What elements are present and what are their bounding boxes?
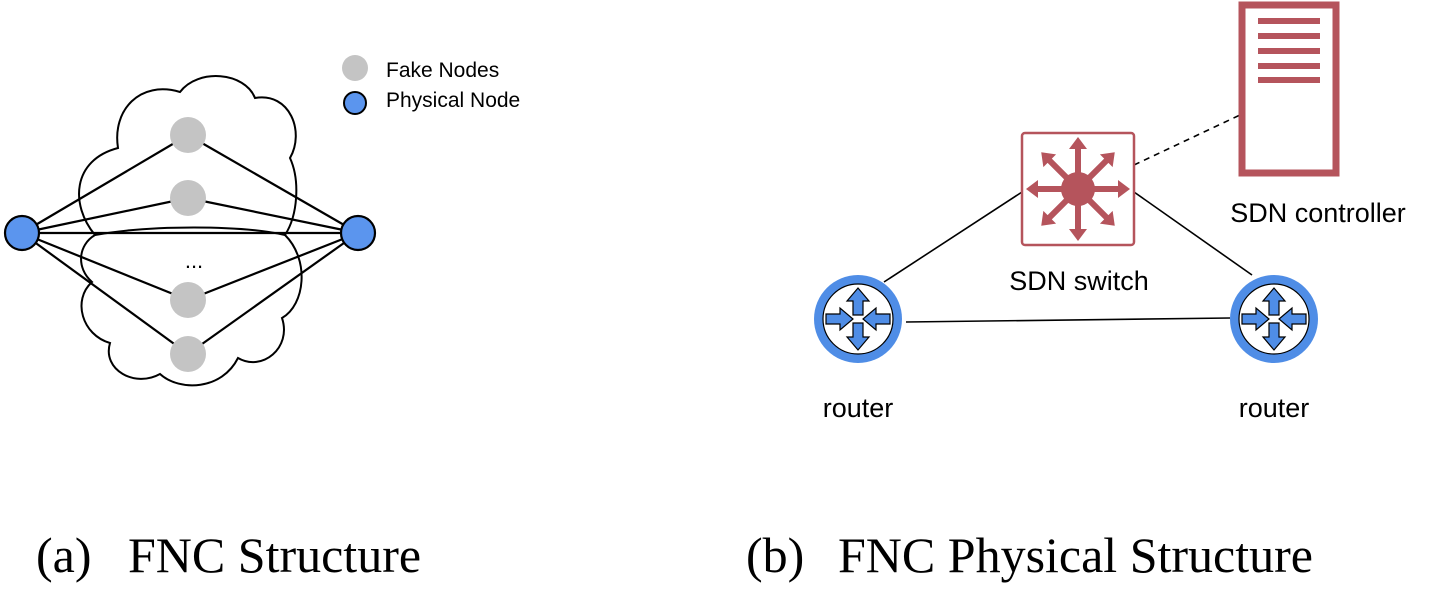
caption-b-text: FNC Physical Structure — [838, 527, 1313, 583]
link-switch-router-right — [1133, 191, 1253, 276]
legend-fake-node-icon — [342, 55, 368, 81]
ellipsis: ... — [185, 248, 203, 273]
panel-a: ... Fake Nodes Physical Node (a) FNC Str… — [3, 55, 520, 583]
router-left-label: router — [823, 393, 894, 423]
physical-node-left — [3, 214, 41, 252]
cloud-shape — [78, 75, 303, 387]
sdn-switch-label: SDN switch — [1009, 266, 1149, 296]
caption-b: (b) FNC Physical Structure — [746, 527, 1313, 583]
legend-physical-label: Physical Node — [386, 89, 520, 112]
fake-node — [170, 117, 206, 153]
sdn-controller-label: SDN controller — [1230, 198, 1406, 228]
router-right-icon — [1230, 275, 1318, 363]
fake-node — [170, 282, 206, 318]
link-switch-router-left — [883, 191, 1023, 283]
links — [883, 114, 1253, 323]
caption-a-tag: (a) — [36, 527, 92, 583]
legend-physical-node-icon — [343, 91, 367, 115]
caption-a: (a) FNC Structure — [36, 527, 421, 583]
link-switch-controller — [1133, 114, 1241, 166]
fake-node — [170, 180, 206, 216]
panel-b: SDN controller SDN switch — [746, 1, 1406, 583]
link-router-router — [905, 317, 1231, 323]
caption-a-text: FNC Structure — [128, 527, 421, 583]
sdn-controller-icon — [1238, 1, 1340, 177]
legend: Fake Nodes Physical Node — [342, 55, 520, 115]
network-edges — [21, 134, 359, 355]
caption-b-tag: (b) — [746, 527, 804, 583]
router-left-icon — [814, 275, 902, 363]
router-right-label: router — [1239, 393, 1310, 423]
sdn-switch-icon — [1020, 131, 1136, 247]
physical-node-right — [339, 214, 377, 252]
fake-node — [170, 336, 206, 372]
legend-fake-label: Fake Nodes — [386, 59, 499, 82]
